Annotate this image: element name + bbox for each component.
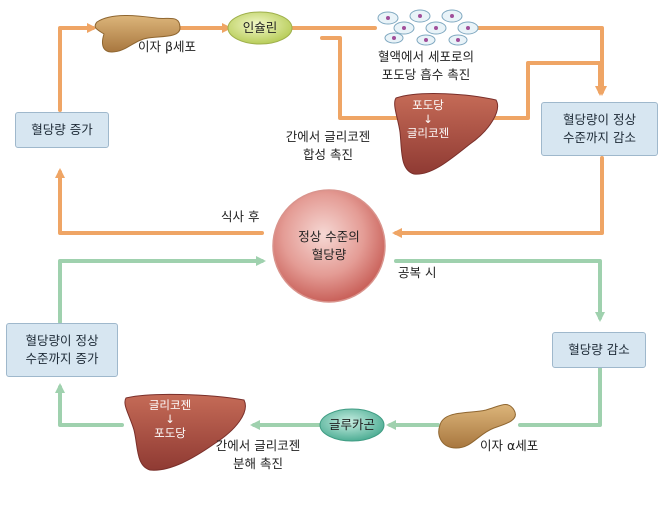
box-normal-decrease-line1: 혈당량이 정상 — [563, 112, 636, 127]
center-line1: 정상 수준의 — [298, 229, 360, 244]
insulin-label: 인슐린 — [242, 20, 278, 35]
arrow-center-to-glucose-decrease — [394, 259, 605, 322]
arrow-cells-to-decrease — [473, 26, 607, 96]
cell-uptake-line1: 혈액에서 세포로의 — [378, 49, 474, 64]
beta-cell-label: 이자 β세포 — [138, 39, 196, 54]
arrow-insulin-to-liver — [320, 36, 408, 123]
arrow-increase-to-pancreas — [58, 23, 97, 112]
glycogen-breakdown-line1: 간에서 글리코젠 — [215, 438, 301, 453]
box-glucose-increase-label: 혈당량 증가 — [31, 122, 93, 137]
blood-cells-icon — [377, 9, 479, 46]
cell-uptake-line2: 포도당 흡수 촉진 — [381, 67, 471, 82]
normal-glucose-circle — [272, 189, 386, 303]
box-normal-decrease: 혈당량이 정상 수준까지 감소 — [541, 102, 658, 156]
arrow-center-to-increase — [55, 168, 264, 235]
liver-bottom-arrow: ↓ — [165, 412, 175, 426]
box-glucose-decrease-label: 혈당량 감소 — [568, 342, 630, 357]
liver-top-line2: 글리코젠 — [406, 126, 450, 140]
arrow-decrease-to-center — [392, 156, 604, 238]
glycogen-synthesis-line1: 간에서 글리코젠 — [285, 129, 371, 144]
glucagon-label: 글루카곤 — [328, 417, 375, 432]
liver-bottom-line1: 글리코젠 — [148, 398, 192, 412]
glycogen-breakdown-label: 간에서 글리코젠 분해 촉진 — [206, 437, 310, 473]
insulin-pill — [227, 11, 293, 45]
box-normal-increase: 혈당량이 정상 수준까지 증가 — [6, 323, 118, 377]
arrow-decrease-to-alpha — [518, 365, 602, 427]
liver-bottom-line2: 포도당 — [154, 426, 186, 440]
box-normal-increase-line2: 수준까지 증가 — [25, 351, 99, 366]
box-normal-increase-line1: 혈당량이 정상 — [25, 333, 99, 348]
liver-top-arrow: ↓ — [423, 112, 433, 126]
alpha-cell-label: 이자 α세포 — [480, 438, 539, 453]
after-meal-label: 식사 후 — [221, 209, 260, 224]
alpha-pancreas-icon — [438, 404, 516, 449]
box-glucose-increase: 혈당량 증가 — [15, 112, 109, 148]
liver-top-line1: 포도당 — [412, 98, 444, 112]
liver-top-text: 포도당 ↓ 글리코젠 — [400, 98, 456, 140]
glycogen-synthesis-label: 간에서 글리코젠 합성 촉진 — [278, 128, 378, 164]
beta-pancreas-icon — [94, 15, 181, 53]
arrow-increase-to-center — [58, 256, 266, 324]
arrow-liver-to-increase — [55, 383, 124, 427]
center-line2: 혈당량 — [311, 247, 347, 262]
liver-bottom-text: 글리코젠 ↓ 포도당 — [138, 398, 202, 440]
glycogen-synthesis-line2: 합성 촉진 — [303, 147, 353, 162]
cell-uptake-label: 혈액에서 세포로의 포도당 흡수 촉진 — [370, 48, 482, 84]
fasting-label: 공복 시 — [398, 265, 437, 280]
box-glucose-decrease: 혈당량 감소 — [552, 332, 646, 368]
arrow-liver-to-decrease — [492, 61, 605, 120]
center-label: 정상 수준의 혈당량 — [293, 228, 365, 264]
liver-top-icon — [394, 93, 498, 175]
box-normal-decrease-line2: 수준까지 감소 — [563, 130, 636, 145]
glucagon-pill — [319, 408, 385, 442]
liver-bottom-icon — [124, 393, 246, 471]
glycogen-breakdown-line2: 분해 촉진 — [233, 456, 283, 471]
